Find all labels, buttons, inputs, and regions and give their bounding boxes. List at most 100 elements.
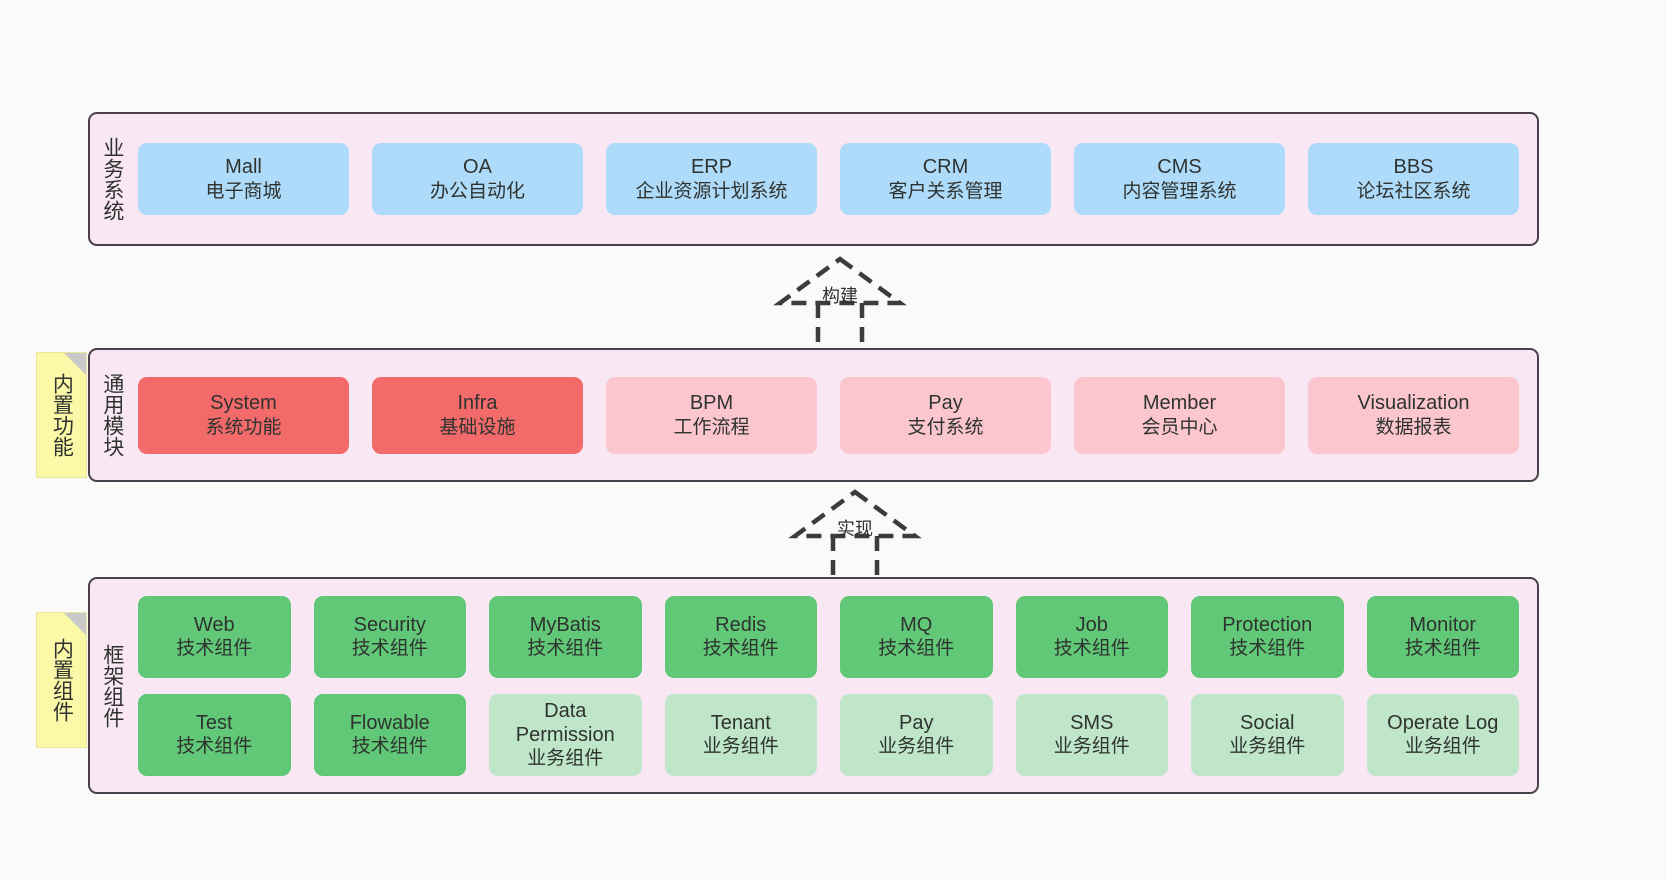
box-sms[interactable]: SMS 业务组件 bbox=[1015, 693, 1168, 776]
box-protection-name: Protection bbox=[1222, 613, 1313, 636]
box-mall-name: Mall bbox=[225, 156, 262, 179]
box-security-desc: 技术组件 bbox=[351, 638, 428, 660]
box-visualization-name: Visualization bbox=[1357, 392, 1470, 415]
box-mq-desc: 技术组件 bbox=[878, 638, 955, 660]
box-pay-component-desc: 业务组件 bbox=[878, 736, 955, 758]
box-cms-desc: 内容管理系统 bbox=[1122, 180, 1237, 202]
box-job-desc: 技术组件 bbox=[1053, 638, 1130, 660]
layer-framework-row-tech: Web 技术组件 Security 技术组件 MyBatis 技术组件 Redi… bbox=[138, 595, 1519, 678]
box-data-permission-desc: 业务组件 bbox=[527, 748, 604, 770]
box-web[interactable]: Web 技术组件 bbox=[138, 595, 291, 678]
box-test[interactable]: Test 技术组件 bbox=[138, 693, 291, 776]
layer-business-row: Mall 电子商城 OA 办公自动化 ERP 企业资源计划系统 CRM 客户关系… bbox=[138, 143, 1519, 215]
box-member-desc: 会员中心 bbox=[1141, 416, 1218, 438]
box-pay-component[interactable]: Pay 业务组件 bbox=[840, 693, 993, 776]
box-pay-module-desc: 支付系统 bbox=[907, 416, 984, 438]
layer-body-business: Mall 电子商城 OA 办公自动化 ERP 企业资源计划系统 CRM 客户关系… bbox=[134, 114, 1537, 244]
box-redis-name: Redis bbox=[715, 613, 767, 636]
box-mall[interactable]: Mall 电子商城 bbox=[138, 143, 349, 215]
note-builtin-functions: 内置功能 bbox=[36, 352, 87, 478]
connector-implement-arrow-icon bbox=[788, 489, 922, 590]
box-flowable[interactable]: Flowable 技术组件 bbox=[313, 693, 466, 776]
box-social-desc: 业务组件 bbox=[1229, 736, 1306, 758]
box-erp-desc: 企业资源计划系统 bbox=[635, 180, 788, 202]
connector-implement: 实现 bbox=[755, 486, 955, 590]
box-visualization[interactable]: Visualization 数据报表 bbox=[1308, 376, 1519, 454]
box-crm[interactable]: CRM 客户关系管理 bbox=[840, 143, 1051, 215]
layer-title-business: 业务系统 bbox=[100, 137, 124, 221]
box-visualization-desc: 数据报表 bbox=[1375, 416, 1452, 438]
note-builtin-components: 内置组件 bbox=[36, 612, 87, 748]
box-erp-name: ERP bbox=[690, 156, 733, 179]
box-bbs-desc: 论坛社区系统 bbox=[1356, 180, 1471, 202]
box-test-name: Test bbox=[195, 711, 233, 734]
box-protection[interactable]: Protection 技术组件 bbox=[1191, 595, 1344, 678]
box-redis[interactable]: Redis 技术组件 bbox=[664, 595, 817, 678]
box-operate-log-desc: 业务组件 bbox=[1404, 736, 1481, 758]
box-erp[interactable]: ERP 企业资源计划系统 bbox=[606, 143, 817, 215]
box-mq[interactable]: MQ 技术组件 bbox=[840, 595, 993, 678]
layer-title-common: 通用模块 bbox=[100, 373, 124, 457]
box-system-desc: 系统功能 bbox=[205, 416, 282, 438]
box-protection-desc: 技术组件 bbox=[1229, 638, 1306, 660]
box-cms-name: CMS bbox=[1157, 156, 1202, 179]
box-system[interactable]: System 系统功能 bbox=[138, 376, 349, 454]
box-crm-name: CRM bbox=[922, 156, 969, 179]
connector-build: 构建 bbox=[740, 253, 940, 357]
box-bpm-desc: 工作流程 bbox=[673, 416, 750, 438]
box-oa[interactable]: OA 办公自动化 bbox=[372, 143, 583, 215]
box-security-name: Security bbox=[353, 613, 426, 636]
box-flowable-desc: 技术组件 bbox=[351, 736, 428, 758]
box-mybatis[interactable]: MyBatis 技术组件 bbox=[489, 595, 642, 678]
box-sms-name: SMS bbox=[1070, 711, 1114, 734]
box-oa-name: OA bbox=[463, 156, 492, 179]
box-infra[interactable]: Infra 基础设施 bbox=[372, 376, 583, 454]
box-member-name: Member bbox=[1142, 392, 1217, 415]
box-tenant-name: Tenant bbox=[710, 711, 771, 734]
layer-framework-row-business: Test 技术组件 Flowable 技术组件 Data Permission … bbox=[138, 693, 1519, 776]
box-pay-module-name: Pay bbox=[928, 392, 963, 415]
box-bbs-name: BBS bbox=[1393, 156, 1434, 179]
box-tenant[interactable]: Tenant 业务组件 bbox=[664, 693, 817, 776]
box-monitor-name: Monitor bbox=[1409, 613, 1477, 636]
box-data-permission[interactable]: Data Permission 业务组件 bbox=[489, 693, 642, 776]
box-flowable-name: Flowable bbox=[349, 711, 430, 734]
box-bpm[interactable]: BPM 工作流程 bbox=[606, 376, 817, 454]
box-web-name: Web bbox=[193, 613, 235, 636]
box-job-name: Job bbox=[1075, 613, 1108, 636]
box-infra-desc: 基础设施 bbox=[439, 416, 516, 438]
box-crm-desc: 客户关系管理 bbox=[888, 180, 1003, 202]
box-mybatis-name: MyBatis bbox=[529, 613, 601, 636]
box-social-name: Social bbox=[1240, 711, 1295, 734]
box-redis-desc: 技术组件 bbox=[702, 638, 779, 660]
box-bbs[interactable]: BBS 论坛社区系统 bbox=[1308, 143, 1519, 215]
box-member[interactable]: Member 会员中心 bbox=[1074, 376, 1285, 454]
box-monitor-desc: 技术组件 bbox=[1404, 638, 1481, 660]
layer-body-common: System 系统功能 Infra 基础设施 BPM 工作流程 Pay 支付系统… bbox=[134, 350, 1537, 480]
box-system-name: System bbox=[210, 392, 277, 415]
box-mybatis-desc: 技术组件 bbox=[527, 638, 604, 660]
box-data-permission-name: Data Permission bbox=[515, 699, 615, 746]
box-web-desc: 技术组件 bbox=[176, 638, 253, 660]
note-builtin-functions-label: 内置功能 bbox=[50, 373, 74, 457]
box-monitor[interactable]: Monitor 技术组件 bbox=[1366, 595, 1519, 678]
layer-body-framework: Web 技术组件 Security 技术组件 MyBatis 技术组件 Redi… bbox=[134, 579, 1537, 792]
layer-business-systems: 业务系统 Mall 电子商城 OA 办公自动化 ERP 企业资源计划系统 CRM… bbox=[88, 112, 1539, 246]
layer-title-framework: 框架组件 bbox=[100, 643, 124, 728]
box-security[interactable]: Security 技术组件 bbox=[313, 595, 466, 678]
connector-build-arrow-icon bbox=[773, 256, 907, 357]
box-operate-log-name: Operate Log bbox=[1387, 711, 1499, 734]
box-infra-name: Infra bbox=[457, 392, 498, 415]
box-pay-component-name: Pay bbox=[899, 711, 934, 734]
box-oa-desc: 办公自动化 bbox=[429, 180, 525, 202]
layer-framework-components: 框架组件 Web 技术组件 Security 技术组件 MyBatis 技术组件… bbox=[88, 577, 1539, 794]
box-test-desc: 技术组件 bbox=[176, 736, 253, 758]
box-operate-log[interactable]: Operate Log 业务组件 bbox=[1366, 693, 1519, 776]
box-social[interactable]: Social 业务组件 bbox=[1191, 693, 1344, 776]
layer-common-row: System 系统功能 Infra 基础设施 BPM 工作流程 Pay 支付系统… bbox=[138, 376, 1519, 454]
box-tenant-desc: 业务组件 bbox=[702, 736, 779, 758]
box-cms[interactable]: CMS 内容管理系统 bbox=[1074, 143, 1285, 215]
box-job[interactable]: Job 技术组件 bbox=[1015, 595, 1168, 678]
box-pay-module[interactable]: Pay 支付系统 bbox=[840, 376, 1051, 454]
